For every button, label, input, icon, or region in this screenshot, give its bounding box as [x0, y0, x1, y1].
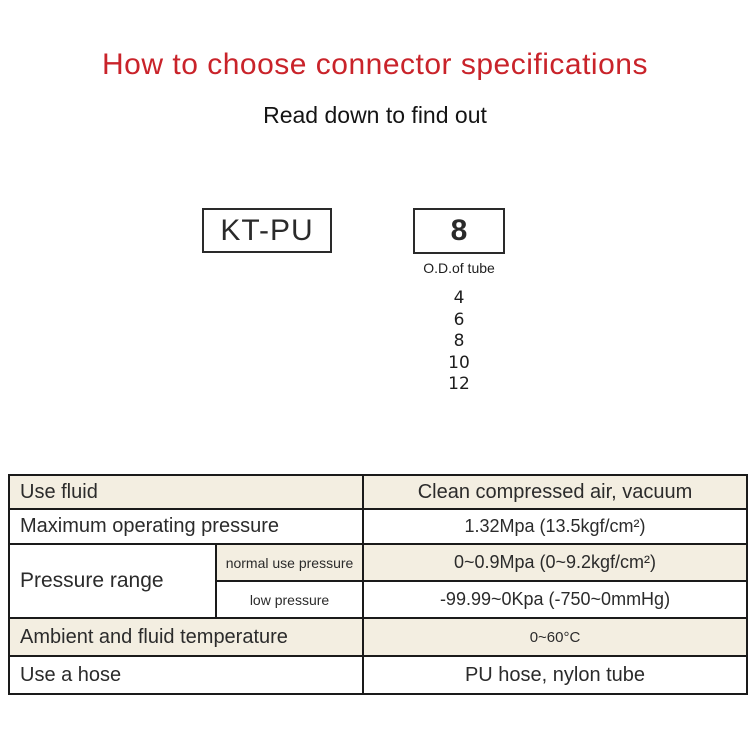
- table-row-hose: Use a hose PU hose, nylon tube: [8, 655, 748, 695]
- row-sublabel: low pressure: [215, 580, 364, 619]
- size-code-box: 8: [413, 208, 505, 254]
- spec-table: Use fluid Clean compressed air, vacuum M…: [8, 474, 748, 695]
- row-value: PU hose, nylon tube: [362, 655, 748, 695]
- table-row-pressure-range-low: low pressure -99.99~0Kpa (-750~0mmHg): [9, 580, 748, 619]
- page-title: How to choose connector specifications: [102, 48, 648, 81]
- size-option: 6: [453, 309, 465, 330]
- size-option: 10: [448, 352, 470, 373]
- row-label: Pressure range: [8, 543, 217, 619]
- row-sublabel: normal use pressure: [215, 543, 364, 582]
- row-value: Clean compressed air, vacuum: [362, 474, 748, 510]
- row-label: Use a hose: [8, 655, 364, 695]
- od-of-tube-label: O.D.of tube: [423, 260, 495, 276]
- size-option: 4: [453, 288, 465, 308]
- row-label: Maximum operating pressure: [8, 508, 364, 545]
- row-value: 0~0.9Mpa (0~9.2kgf/cm²): [362, 543, 748, 582]
- table-row-max-pressure: Maximum operating pressure 1.32Mpa (13.5…: [8, 508, 748, 545]
- series-code-box: KT-PU: [202, 208, 332, 253]
- row-value: 1.32Mpa (13.5kgf/cm²): [362, 508, 748, 545]
- size-option: 8: [453, 331, 465, 351]
- row-value: 0~60°C: [362, 617, 748, 657]
- page-subtitle: Read down to find out: [263, 102, 487, 128]
- table-row-temperature: Ambient and fluid temperature 0~60°C: [8, 617, 748, 657]
- table-row-use-fluid: Use fluid Clean compressed air, vacuum: [8, 474, 748, 510]
- row-value: -99.99~0Kpa (-750~0mmHg): [362, 580, 748, 619]
- size-option: 12: [448, 374, 470, 394]
- row-label: Use fluid: [8, 474, 364, 510]
- size-options-list: 4 6 8 10 12: [413, 288, 505, 396]
- table-row-pressure-range-normal: Pressure range normal use pressure 0~0.9…: [8, 543, 748, 619]
- row-label: Ambient and fluid temperature: [8, 617, 364, 657]
